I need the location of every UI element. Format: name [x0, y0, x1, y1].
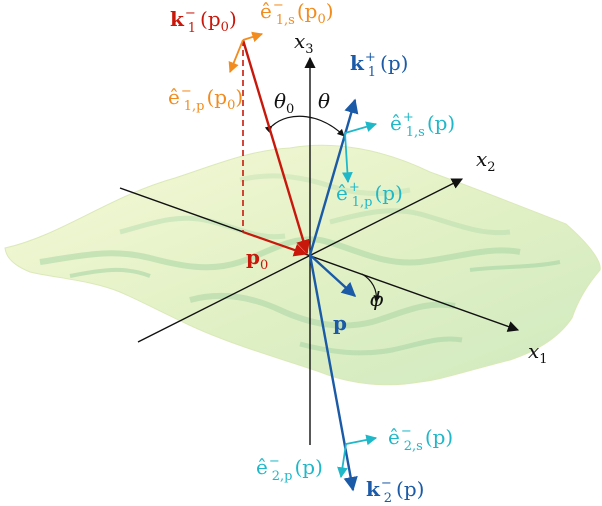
p0-arrow: [242, 230, 308, 257]
e1s-minus-arrow: [242, 31, 264, 43]
theta-label: θ: [318, 89, 330, 113]
e1s-plus-label: ê+1,s(p): [390, 110, 455, 140]
p-arrow: [309, 254, 357, 297]
e2s-minus-label: ê−2,s(p): [388, 424, 453, 454]
e1s-minus-label: ê−1,s(p0): [260, 0, 334, 28]
k1-plus-arrow: [308, 98, 359, 256]
x2-axis-line: [137, 178, 464, 343]
rough-surface: [4, 144, 601, 386]
theta0-label: θ0: [274, 89, 294, 117]
e2s-minus-arrow: [345, 434, 378, 446]
e1p-plus-label: ê+1,p(p): [336, 180, 403, 210]
e1p-plus-arrow: [342, 132, 353, 184]
x3-label: x3: [294, 29, 314, 57]
x2-label: x2: [476, 147, 496, 175]
p0-label: p0: [246, 245, 268, 273]
e1p-minus-arrow: [228, 39, 244, 74]
axis-labels: x3 x2 x1 θ0 θ ϕ: [274, 29, 548, 367]
phi-label: ϕ: [370, 287, 384, 311]
k1-minus-label: k−1(p0): [170, 6, 237, 36]
e1s-plus-arrow: [344, 121, 378, 134]
phi-arc: [361, 273, 381, 303]
theta-arc: [264, 115, 345, 137]
vector-labels: k−1(p0) ê−1,s(p0) ê−1,p(p0) k+1(p) ê+1,s…: [168, 0, 455, 506]
k1-minus-arrow: [241, 39, 311, 255]
x1-axis-line: [119, 187, 520, 332]
k2-minus-label: k−2(p): [366, 476, 424, 506]
e2p-minus-arrow: [337, 443, 348, 479]
e2p-minus-label: ê−2,p(p): [256, 454, 323, 484]
angle-arcs: [264, 115, 381, 303]
scattered-waves: [308, 98, 378, 492]
e1p-minus-label: ê−1,p(p0): [168, 84, 243, 114]
x1-label: x1: [528, 339, 548, 367]
incident-wave: [228, 31, 311, 257]
k1-plus-label: k+1(p): [350, 50, 408, 80]
p-label: p: [333, 311, 347, 335]
